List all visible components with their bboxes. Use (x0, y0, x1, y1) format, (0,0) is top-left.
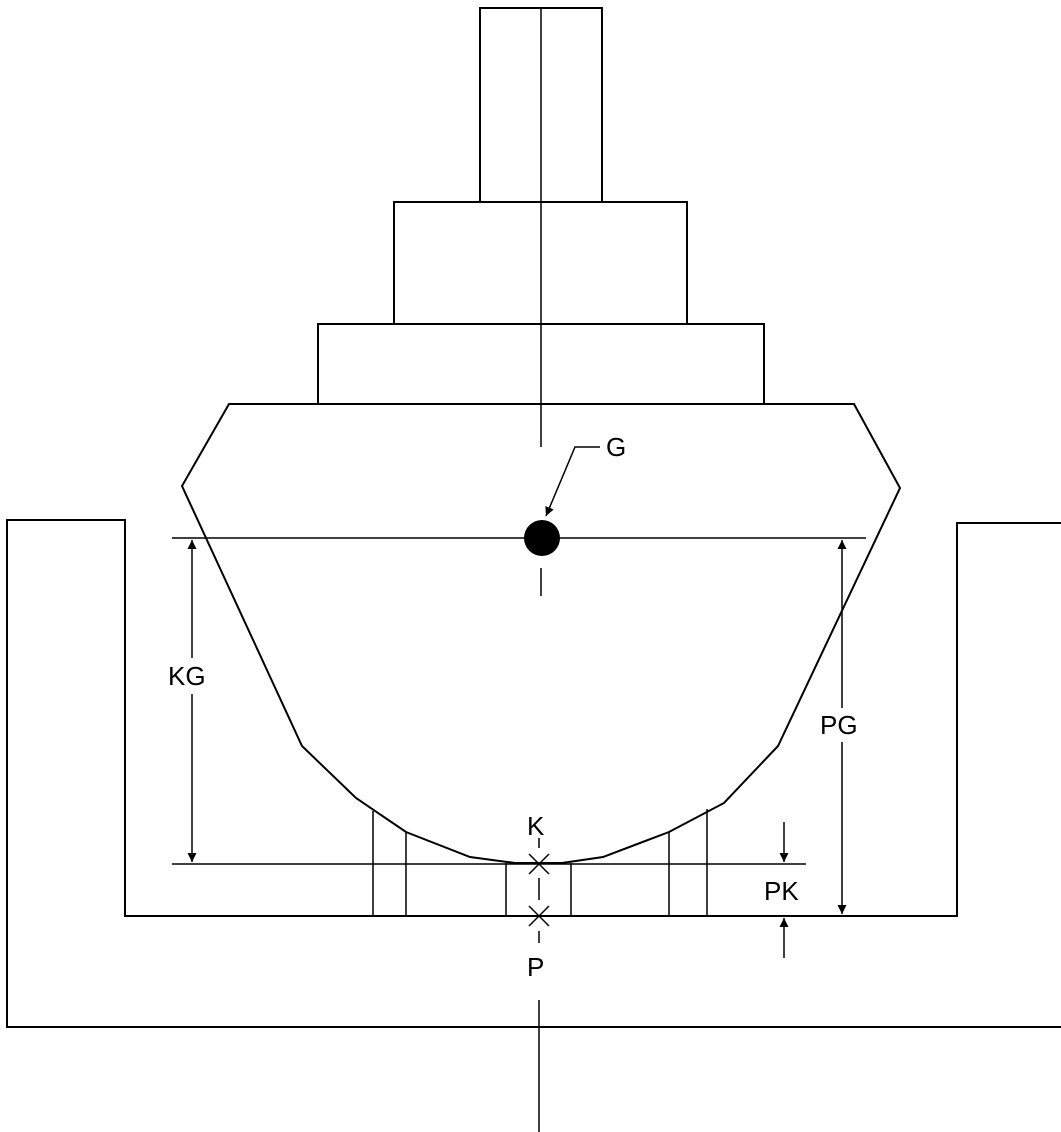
p-label: P (527, 952, 544, 982)
pivot-point-marker (528, 905, 550, 927)
k-label: K (527, 811, 545, 841)
kg-label: KG (168, 661, 206, 691)
keel-point-marker (528, 853, 550, 875)
g-label: G (606, 432, 626, 462)
center-of-gravity-marker (524, 520, 560, 556)
hull-outline (180, 403, 902, 864)
pg-label: PG (820, 710, 858, 740)
dry-dock-outline (6, 519, 1061, 1028)
pk-label: PK (764, 876, 799, 906)
g-leader-line (545, 446, 600, 517)
